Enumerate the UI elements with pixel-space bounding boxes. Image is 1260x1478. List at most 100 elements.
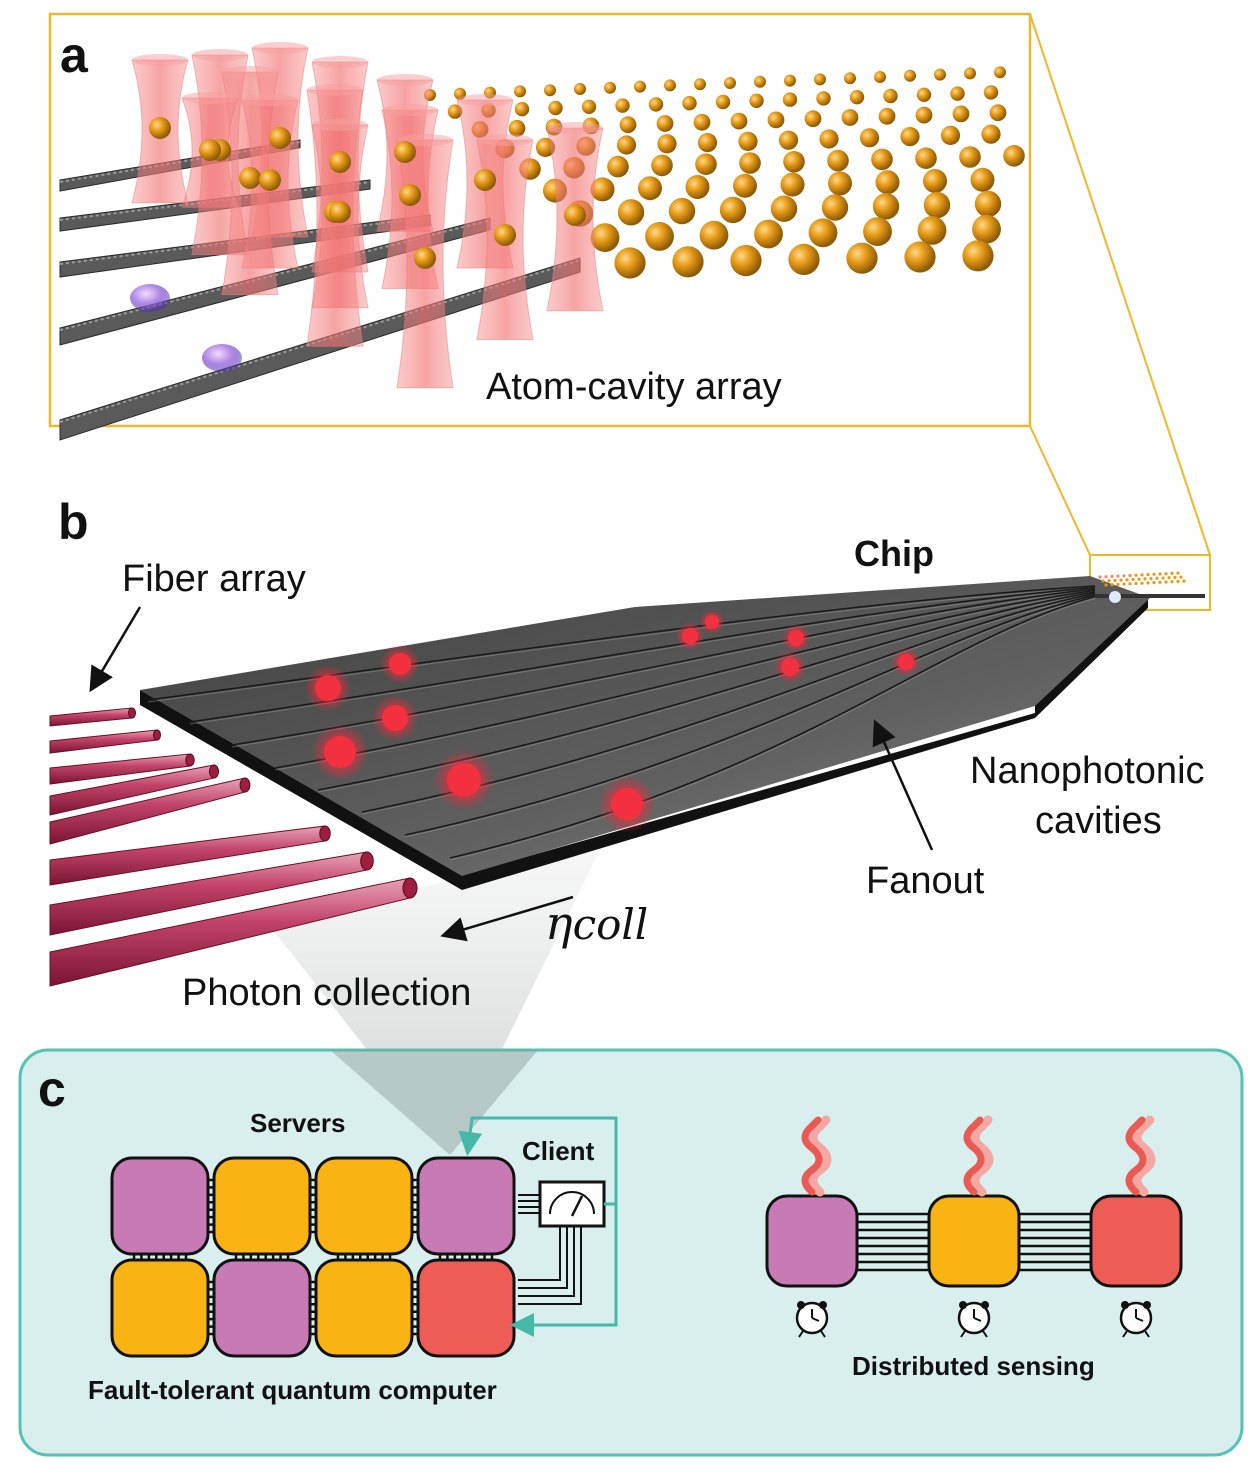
lattice-atom [604,81,616,94]
chip-atom [1155,576,1159,580]
chip-atom [1146,573,1150,577]
panel-c-letter: c [38,1061,66,1117]
chip-atom [1122,574,1126,578]
trapped-atom [239,167,261,189]
eta-subscript: coll [572,900,649,949]
chip-atom [1161,576,1165,580]
beam-top [312,56,368,68]
lattice-atom [699,220,729,250]
lattice-atom [788,243,820,275]
fanout-arrow [872,719,934,851]
qpu-node [416,1156,516,1256]
qpu-node [927,1194,1021,1288]
fiber-array [49,707,418,987]
chip-atom [1104,575,1108,579]
chip-edge [140,598,1148,890]
lattice-atom [672,246,704,278]
trapped-atom [259,169,281,191]
lattice-atom [574,83,586,95]
cavity-dot [315,675,341,701]
chip-atom [1116,582,1120,587]
client-wire [518,1226,568,1289]
alarm-clock-bell [1143,1301,1151,1309]
lattice-atom [719,196,747,224]
lattice-atom [916,87,932,103]
cavities-label-line2: cavities [1035,800,1162,842]
chip-atom [1122,582,1126,586]
beam-top [222,66,278,78]
lattice-atom [904,69,916,82]
chip-atom [1119,578,1123,582]
trapped-atom [494,224,516,246]
fanout-waveguide-highlight [274,592,1096,771]
qpu-node [314,1258,414,1358]
chip-atom [1110,574,1114,579]
trapped-atom [414,247,436,269]
lattice-atom [970,167,995,192]
lattice-atom [749,93,764,109]
fanout-waveguide [404,594,1096,836]
lattice-atom [685,175,710,199]
chip-atom [1104,583,1108,587]
chip-atom [1149,577,1153,581]
lattice-atom [645,222,674,251]
lattice-atom [917,216,947,245]
collection-cone [265,850,600,1155]
client-label: Client [522,1136,595,1166]
chip-atom [1146,581,1150,585]
lattice-atom [648,97,664,112]
fanout-waveguide-highlight [404,596,1096,838]
lattice-atom [770,195,798,222]
lattice-atom [664,79,676,92]
cavity-dot [781,658,799,676]
lattice-atom [782,92,798,107]
lattice-atom [874,71,886,83]
zoom-line [1029,13,1211,556]
lattice-atom [804,110,822,128]
lattice-atom [616,135,637,155]
beam-top [457,94,513,106]
lattice-atom [883,88,898,104]
fiber-end [402,877,418,899]
lattice-atom [841,109,859,126]
lattice-atom [697,133,718,153]
client-wire [518,1226,561,1281]
lattice-atom [915,106,933,124]
signal-wave-shadow [1132,1115,1156,1197]
lattice-atom [974,190,1002,218]
panel-a-letter: a [60,27,88,83]
beam-top [382,104,438,116]
lattice-atom [730,112,748,130]
lattice-atom [651,154,673,177]
trapped-atom [329,151,351,173]
chip-atom [1110,583,1114,587]
chip-tip-glow [1109,591,1121,603]
lattice-atom [682,96,697,111]
beam-top [242,94,298,106]
beam-top [307,84,363,96]
optical-fiber [49,729,158,754]
chip-atom-array [1098,571,1186,587]
trapped-atom [329,201,351,223]
lattice-atom [617,199,645,226]
eta-arrow [440,895,574,942]
feedback-arrow [510,1204,618,1337]
qpu-node [765,1194,859,1288]
lattice-atom [849,90,865,105]
sensing-network [765,1115,1183,1338]
chip-label: Chip [854,533,934,574]
signal-wave [963,1116,985,1196]
lattice-atom [878,107,896,125]
client-wire [518,1226,575,1297]
fiber-end [319,825,331,842]
beam-top [192,49,248,61]
lattice-atom [871,148,893,171]
lattice-atom [814,73,826,86]
trapped-atom [564,204,586,226]
lattice-atom [548,100,563,116]
optical-fiber [49,707,133,727]
feedback-arrow [458,1116,618,1206]
lattice-atom [994,66,1006,79]
chip-atom [1179,575,1183,579]
